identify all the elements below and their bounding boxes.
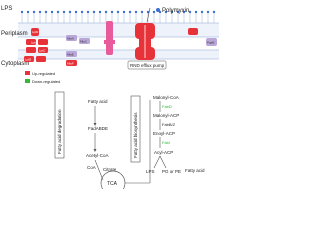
lps-dot [140,10,144,14]
polymyxin-dot [156,8,160,12]
biosynthesis-branch-right [159,155,167,169]
biosynthesis-step-2: Malonyl-ACP [153,113,179,118]
lps-dot [20,10,24,14]
lps-dot [26,10,30,14]
lps-dot [32,10,36,14]
mla-box-2 [79,38,90,44]
fatty-acid-right: Fatty acid [185,168,205,173]
degradation-step-1: Fatty acid [88,99,108,104]
outer-membrane-band [18,23,219,37]
lps-dot [74,10,78,14]
polymyxin-label: Polymyxin [162,8,189,14]
lps-dot [128,10,132,14]
lpt-box-4 [38,47,48,53]
coa-label: CoA [87,165,96,170]
lps-dot [50,10,54,14]
right-small-2 [206,38,217,46]
biosynthesis-enzyme-2: FabB/Z [162,122,176,127]
legend-down-swatch [25,79,30,83]
lps-dot [92,10,96,14]
lps-dot [80,10,84,14]
biosynthesis-enzyme-3: FabI [162,140,170,145]
lps-dot [56,10,60,14]
lps-dot [188,10,192,14]
lps-dot [194,10,198,14]
lps-dot [200,10,204,14]
mla-box-4 [66,60,77,66]
lps-dot [134,10,138,14]
biosynthesis-title-box [130,95,141,163]
mla-1-label: MlaA [67,37,74,41]
lps-dot [68,10,72,14]
mla-4-label: MlaF [67,62,74,66]
right-small-2-label: PgaB [207,41,214,45]
lpt-box-3 [26,47,36,53]
lpt-c-label: LptC [39,49,46,53]
lps-dot [164,10,168,14]
biosynthesis-step-3: Enoyl-ACP [153,131,175,136]
diagram-root: LPS Periplasm Cytoplasm LptA LptC LptB L… [1,6,219,189]
biosynthesis-step-4: Acyl-ACP [154,150,173,155]
lps-dot [146,10,150,14]
mla-3-label: MlaE [67,53,74,57]
pink-channel [106,21,113,55]
lpt-d-label: LptD [32,30,39,34]
lps-dot [176,10,180,14]
lps-dot [206,10,210,14]
legend-up-label: Up-regulated [32,71,55,76]
biosynthesis-title: Fatty acid biosynthesis [133,112,138,158]
lpt-box-2 [38,39,48,45]
lpt-box-6 [36,56,46,62]
lpt-outer-box [31,28,39,36]
degradation-arrow-1-head [93,123,97,126]
lps-dot [212,10,216,14]
biosynthesis-output-pg: PG or PE [162,169,181,174]
biosynthesis-enzyme-1: FabD [162,104,172,109]
degradation-arrow-2-head [93,149,97,152]
lps-dot [170,10,174,14]
pink-channel-collar [104,40,115,44]
periplasm-label: Periplasm [1,31,28,37]
mla-box-1 [66,35,77,41]
lps-dot [122,10,126,14]
lpt-a-label: LptA [31,41,37,45]
acetyl-to-tca-line [94,159,104,181]
legend-down-label: Down-regulated [32,79,60,84]
lps-dot [152,10,156,14]
lps-dot [116,10,120,14]
degradation-title: Fatty acid degradation [57,109,62,154]
lps-dot [38,10,42,14]
polymyxin-arrow [146,7,151,23]
right-small-1 [188,28,198,35]
efflux-pump-box [127,60,167,70]
biosynthesis-branch-left [153,155,161,169]
lps-dot [98,10,102,14]
lpt-box-1 [26,39,36,45]
tca-label: TCA [107,181,118,187]
lps-dot [110,10,114,14]
citrate-label: Citrate [103,167,117,172]
degradation-title-box [54,91,65,159]
lps-dot [62,10,66,14]
lps-dot [104,10,108,14]
degradation-step-2: FadABDE [88,126,108,131]
degradation-step-3: Acetyl-CoA [86,153,109,158]
efflux-pump-label: RND efflux pump [130,63,165,68]
pathway-diagram: LPS Periplasm Cytoplasm LptA LptC LptB L… [1,6,219,189]
lps-dot [182,10,186,14]
mla-box-3 [66,51,77,57]
cytoplasm-label: Cytoplasm [1,61,29,67]
lps-layer [20,10,216,23]
lps-dot [86,10,90,14]
mla-2-label: MlaC [80,40,88,44]
inner-membrane-band [18,50,219,59]
lpt-b-label: LptB [25,58,31,62]
biosynthesis-step-1: Malonyl-CoA [153,95,179,100]
lps-label: LPS [1,6,12,12]
lps-dot [44,10,48,14]
lpt-box-5 [24,56,34,62]
legend-up-swatch [25,71,30,75]
